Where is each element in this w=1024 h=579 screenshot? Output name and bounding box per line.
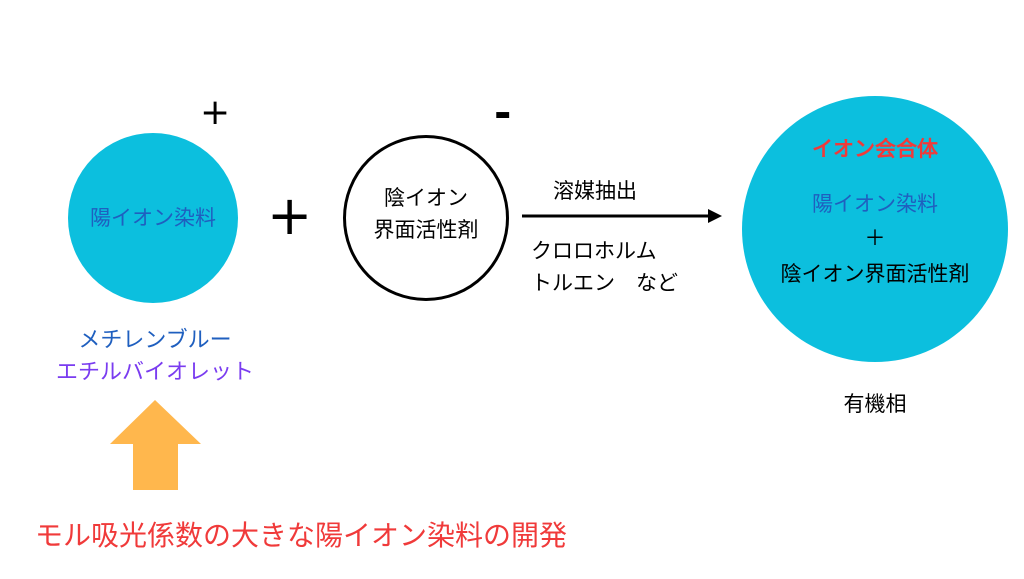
cation-dye-label: 陽イオン染料 (90, 206, 216, 230)
ion-pair-dye: 陽イオン染料 (812, 192, 938, 216)
extraction-arrow (522, 209, 722, 223)
solvent-1: クロロホルム (531, 239, 657, 263)
up-arrow-icon (110, 400, 201, 490)
development-goal: モル吸光係数の大きな陽イオン染料の開発 (35, 519, 568, 552)
ion-pair-circle (742, 96, 1008, 362)
ion-pair-surfactant: 陰イオン界面活性剤 (780, 262, 970, 286)
cation-dye-circle (68, 133, 238, 303)
anion-surfactant-circle (343, 135, 509, 301)
ion-pair-plus: ＋ (864, 226, 886, 250)
example-ethyl-violet: エチルバイオレット (55, 360, 254, 385)
anion-surfactant-label-1: 陰イオン (384, 186, 468, 210)
cation-charge: + (200, 92, 231, 133)
anion-surfactant-label-2: 界面活性剤 (373, 218, 479, 242)
extraction-label: 溶媒抽出 (553, 179, 637, 203)
organic-phase-label: 有機相 (843, 392, 907, 416)
solvent-2: トルエン など (531, 271, 678, 295)
example-methylene-blue: メチレンブルー (78, 328, 232, 353)
ion-pair-title: イオン会合体 (812, 137, 938, 161)
anion-charge: - (494, 88, 512, 137)
plus-sign: + (267, 184, 313, 247)
